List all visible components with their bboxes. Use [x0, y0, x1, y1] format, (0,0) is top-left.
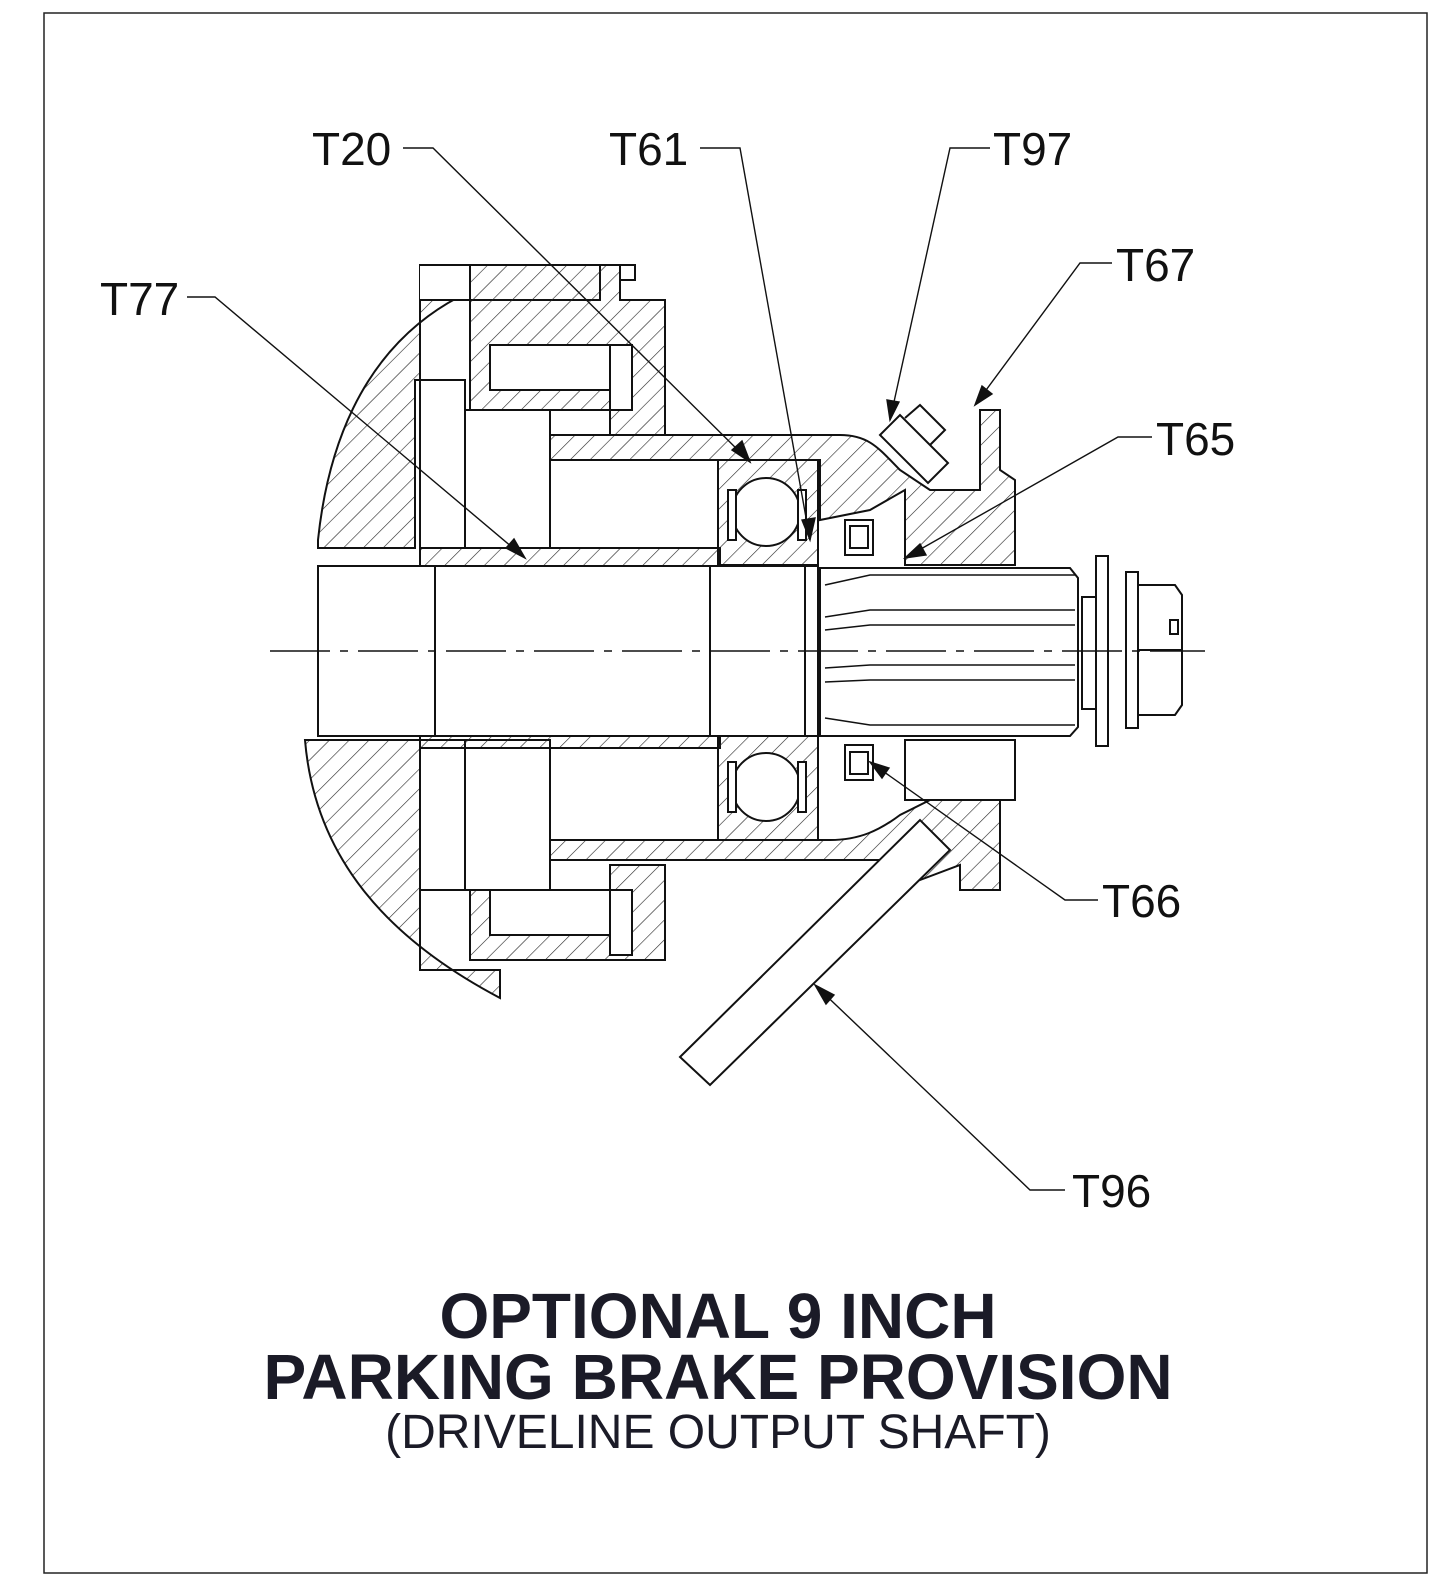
- title-line-2: PARKING BRAKE PROVISION: [263, 1341, 1173, 1413]
- callout-t97: T97: [993, 123, 1072, 175]
- bearing-housing-upper: [549, 409, 1016, 566]
- callout-t65: T65: [1156, 413, 1235, 465]
- assembly-body: [303, 264, 1183, 1087]
- grease-fitting: [878, 413, 950, 485]
- subtitle: (DRIVELINE OUTPUT SHAFT): [385, 1406, 1051, 1459]
- drawing-frame: [43, 12, 1428, 1574]
- callout-t66: T66: [1102, 875, 1181, 927]
- callout-t67: T67: [1116, 239, 1195, 291]
- title-line-1: OPTIONAL 9 INCH: [439, 1280, 997, 1352]
- parking-brake-rod: [678, 818, 952, 1087]
- housing-lower: [303, 739, 501, 1000]
- callout-t20: T20: [312, 123, 391, 175]
- splined-yoke: [819, 567, 1079, 737]
- leader-lines: [187, 147, 1152, 1191]
- callout-t96: T96: [1072, 1165, 1151, 1217]
- callout-t61: T61: [609, 123, 688, 175]
- callout-t77: T77: [100, 273, 179, 325]
